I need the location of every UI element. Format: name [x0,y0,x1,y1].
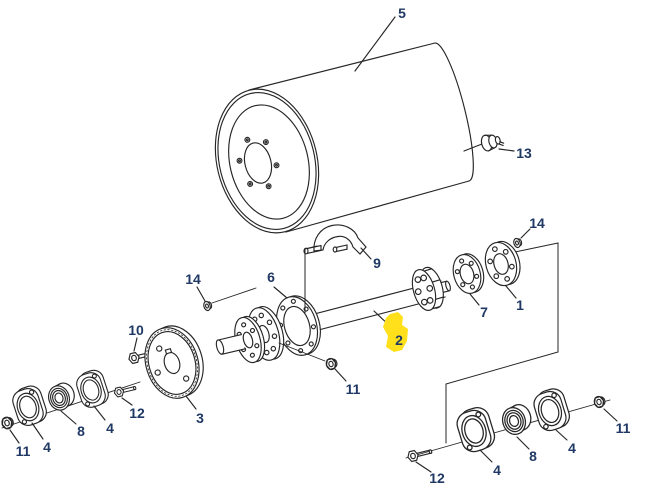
leader-11-mid [334,368,347,382]
drum-hub [236,136,280,190]
callout-11-ll[interactable]: 11 [16,443,31,459]
callout-14-right[interactable]: 14 [529,215,545,231]
highlight-mark [383,312,408,352]
shaft-coupling [411,266,444,311]
leader-13 [498,148,515,152]
nut-14-right [512,236,524,249]
leader-14-right [520,228,531,239]
leader-9 [360,247,372,260]
callout-1[interactable]: 1 [516,297,524,313]
leader-6 [273,286,288,299]
bearing-flange-lr-a [453,404,499,456]
callout-12-lr[interactable]: 12 [429,470,445,486]
reference-bracket [445,242,559,444]
callout-8-lr[interactable]: 8 [529,448,537,464]
bearing-flange-ll-b [73,367,112,411]
callout-4-ll-a[interactable]: 4 [43,439,51,455]
bearing-kit-right [405,385,618,473]
callout-13[interactable]: 13 [516,145,532,161]
callout-10[interactable]: 10 [128,322,144,338]
leader-10 [133,337,138,352]
bearing-lr [498,401,536,438]
callout-2-highlighted[interactable]: 2 [395,332,403,348]
callout-4-lr-b[interactable]: 4 [568,440,576,456]
drain-plug [463,134,515,152]
callout-12-ll[interactable]: 12 [129,405,145,421]
bearing-flange-lr-b [530,385,573,434]
leader-3 [185,395,197,410]
callout-3[interactable]: 3 [196,410,204,426]
bearing-ll [44,379,79,414]
callout-5[interactable]: 5 [398,5,406,21]
flange-1 [484,240,521,287]
drum [214,16,474,234]
callout-4-ll-b[interactable]: 4 [106,420,114,436]
callout-8-ll[interactable]: 8 [77,423,85,439]
leader-7 [469,293,480,306]
callout-9[interactable]: 9 [373,255,381,271]
nut-11-lr [592,394,607,410]
flange-7 [452,253,485,294]
callout-4-lr-a[interactable]: 4 [493,462,501,478]
clamp-bracket [304,245,318,314]
bearing-kit-left [0,367,141,444]
nut-11-mid [324,356,339,372]
retainer-ring [275,295,321,356]
bolt-12-ll [112,382,138,399]
bearing-clamp [303,224,372,314]
leader-5 [354,16,396,72]
leader-1 [505,285,517,299]
callout-14-left[interactable]: 14 [185,271,201,287]
callout-6[interactable]: 6 [267,269,275,285]
nut-14-left [202,299,214,312]
drive-disc [144,325,204,399]
callout-11-lr[interactable]: 11 [616,420,631,436]
leader-14-left [196,286,206,302]
hub-flange-front [234,315,266,364]
callout-7[interactable]: 7 [480,304,488,320]
bearing-flange-ll-a [9,382,50,429]
callout-labels: 5 13 14 1 7 9 6 14 10 2 11 3 11 4 8 4 12… [16,5,631,486]
shaft-stub [215,334,246,355]
callout-11-mid[interactable]: 11 [346,381,361,397]
